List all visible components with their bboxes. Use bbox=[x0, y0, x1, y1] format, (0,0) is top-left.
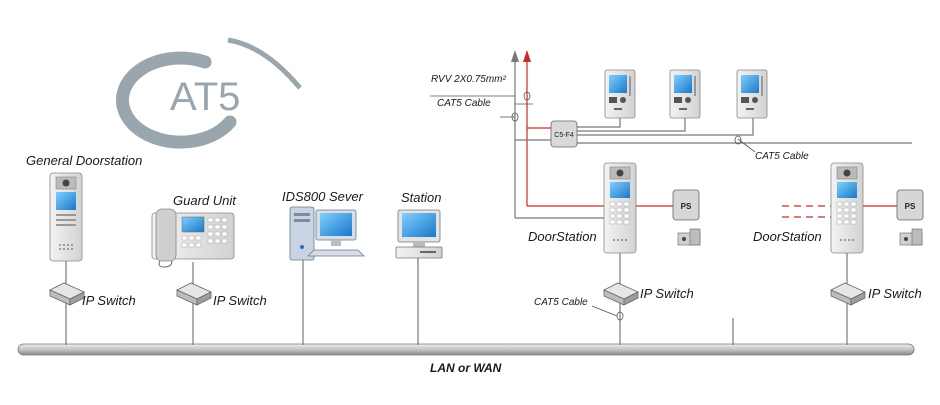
label-door-station-1: DoorStation bbox=[528, 229, 597, 244]
door-lock-2 bbox=[899, 228, 923, 246]
label-cat5-cable-right: CAT5 Cable bbox=[755, 151, 809, 162]
label-cat5-cable-bottom: CAT5 Cable bbox=[534, 297, 588, 308]
label-guard-unit: Guard Unit bbox=[173, 193, 236, 208]
indoor-monitor-2 bbox=[669, 69, 701, 119]
ps-label-1: PS bbox=[681, 202, 692, 211]
label-rvv-cable: RVV 2X0.75mm² bbox=[431, 74, 506, 85]
indoor-monitor-3 bbox=[736, 69, 768, 119]
cable-ring bbox=[523, 91, 531, 101]
label-ip-switch-2: IP Switch bbox=[213, 293, 267, 308]
lan-bus bbox=[17, 343, 915, 356]
ip-switch-2 bbox=[176, 282, 212, 306]
label-general-doorstation: General Doorstation bbox=[26, 153, 143, 168]
riser-arrow-red bbox=[523, 50, 531, 62]
distributor-label: C5-F4 bbox=[554, 132, 574, 139]
label-cat5-cable-top: CAT5 Cable bbox=[437, 98, 491, 109]
label-lan-wan: LAN or WAN bbox=[430, 361, 502, 375]
logo-arc bbox=[116, 51, 237, 149]
station-device bbox=[395, 209, 443, 259]
guard-unit-device bbox=[151, 208, 235, 268]
label-ids800-server: IDS800 Sever bbox=[282, 189, 363, 204]
power-supply-2: PS bbox=[896, 189, 924, 221]
door-station-1-device bbox=[603, 162, 637, 254]
indoor-monitors bbox=[604, 69, 768, 119]
general-doorstation-device bbox=[49, 172, 83, 262]
distributor-box bbox=[550, 120, 578, 148]
ps-label-2: PS bbox=[905, 202, 916, 211]
at5-logo: AT5 bbox=[116, 37, 302, 149]
label-ip-switch-3: IP Switch bbox=[640, 286, 694, 301]
label-door-station-2: DoorStation bbox=[753, 229, 822, 244]
door-station-2-device bbox=[830, 162, 864, 254]
ip-switches bbox=[49, 282, 866, 306]
logo-swoosh bbox=[227, 37, 302, 90]
logo-text: AT5 bbox=[170, 75, 240, 119]
server-device bbox=[289, 206, 365, 261]
label-station: Station bbox=[401, 190, 442, 205]
label-ip-switch-4: IP Switch bbox=[868, 286, 922, 301]
label-ip-switch-1: IP Switch bbox=[82, 293, 136, 308]
cable-ring bbox=[734, 135, 742, 145]
cable-ring bbox=[511, 112, 519, 122]
ip-switch-3 bbox=[603, 282, 639, 306]
indoor-monitor-1 bbox=[604, 69, 636, 119]
ip-switch-4 bbox=[830, 282, 866, 306]
drop-lines bbox=[65, 252, 848, 345]
ip-switch-1 bbox=[49, 282, 85, 306]
power-supply-1: PS bbox=[672, 189, 700, 221]
door-lock-1 bbox=[677, 228, 701, 246]
riser-arrow-grey bbox=[511, 50, 519, 62]
cable-ring bbox=[616, 311, 624, 321]
